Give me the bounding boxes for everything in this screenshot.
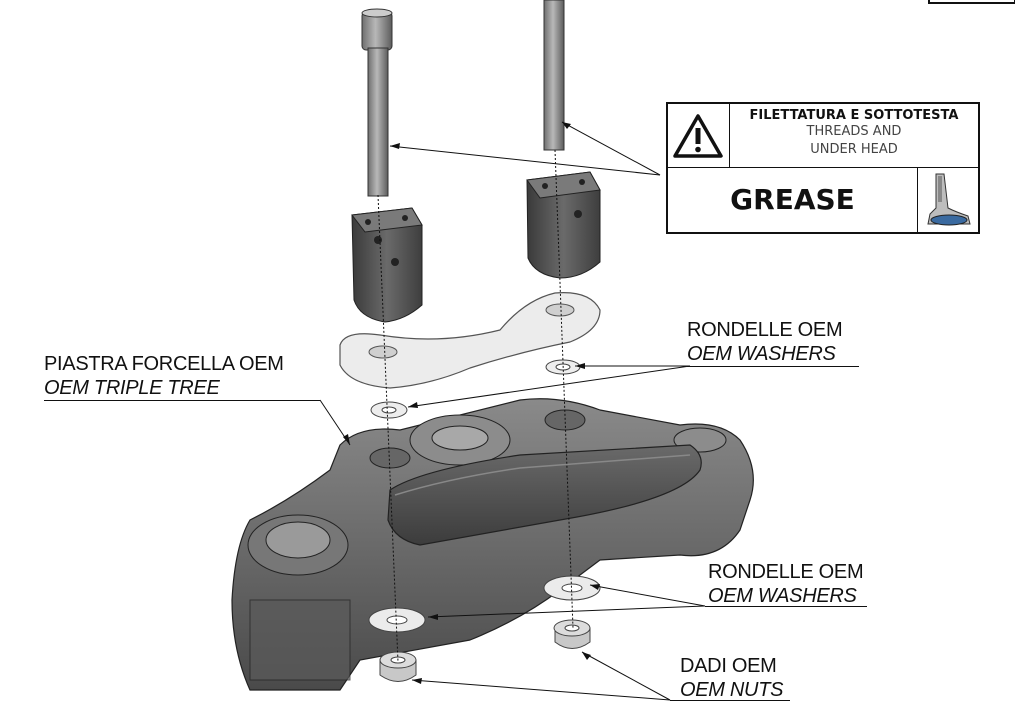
grease-instruction-box: FILETTATURA E SOTTOTESTA THREADS AND UND… (666, 102, 980, 234)
callout-triple-tree-it: PIASTRA FORCELLA OEM (44, 353, 284, 375)
callout-nuts-en: OEM NUTS (680, 679, 784, 701)
callout-washers-lower-en: OEM WASHERS (708, 585, 857, 607)
grease-box-line2: THREADS AND (806, 124, 902, 139)
washer-lower-right (543, 575, 601, 601)
triple-tree (231, 398, 754, 691)
assembly-axis-lines (377, 149, 574, 663)
riser-left (351, 207, 423, 323)
callout-washers-lower-it: RONDELLE OEM (708, 561, 864, 583)
grease-label: GREASE (668, 168, 918, 232)
callout-washers-upper-rule (687, 366, 859, 367)
riser-right (526, 171, 601, 279)
callout-nuts-it: DADI OEM (680, 655, 777, 677)
washer-lower-left (368, 607, 426, 633)
bolt-right (543, 0, 565, 151)
callout-washers-upper-it: RONDELLE OEM (687, 319, 843, 341)
riser-pad (387, 444, 702, 546)
warning-triangle-icon (668, 104, 730, 168)
bolt-left (361, 8, 393, 197)
callout-washers-lower-rule (705, 606, 867, 607)
grease-box-line1: FILETTATURA E SOTTOTESTA (749, 108, 959, 123)
callout-nuts: DADI OEM OEM NUTS (680, 654, 783, 702)
callout-triple-tree-en: OEM TRIPLE TREE (44, 377, 220, 399)
page-frame-corner (928, 0, 1015, 4)
callout-triple-tree: PIASTRA FORCELLA OEM OEM TRIPLE TREE (44, 352, 284, 400)
washer-upper-left (370, 401, 408, 419)
callout-washers-lower: RONDELLE OEM OEM WASHERS (708, 560, 864, 608)
nut-right (553, 619, 591, 649)
callout-triple-tree-rule (44, 400, 320, 401)
grease-box-text: FILETTATURA E SOTTOTESTA THREADS AND UND… (730, 104, 978, 168)
grease-tube-icon (918, 168, 978, 232)
bridge-plate (339, 292, 601, 389)
callout-washers-upper: RONDELLE OEM OEM WASHERS (687, 318, 843, 366)
leader-lines (319, 121, 706, 701)
callout-washers-upper-en: OEM WASHERS (687, 343, 836, 365)
callout-nuts-rule (670, 700, 790, 701)
grease-box-line3: UNDER HEAD (810, 142, 898, 157)
leader-arrowheads (343, 122, 600, 684)
